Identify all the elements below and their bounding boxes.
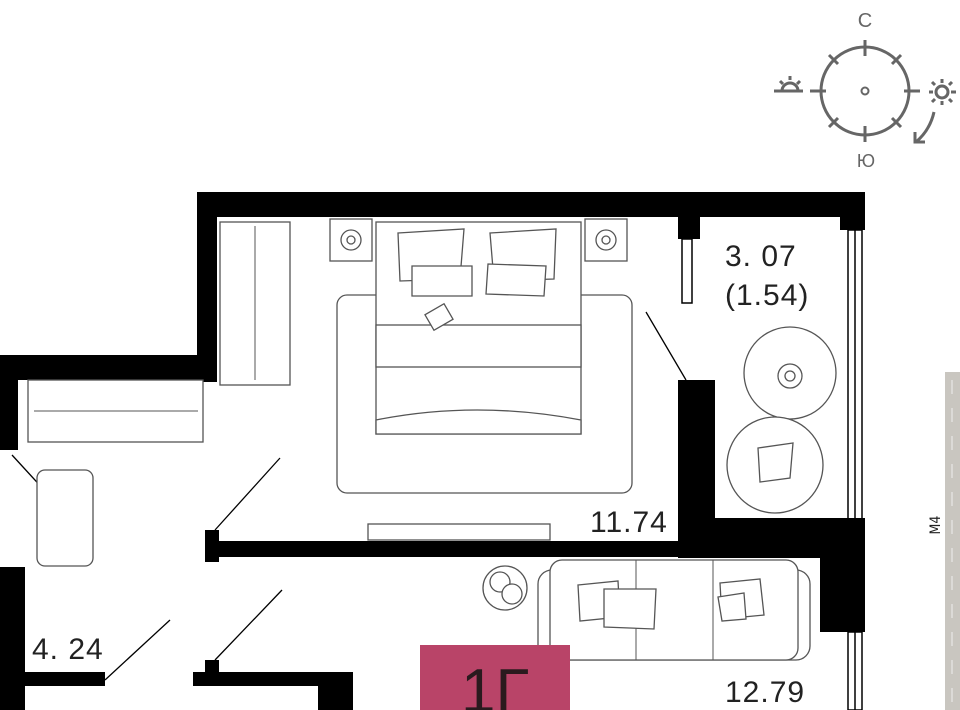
balcony-armchair (726, 416, 824, 514)
nightstands (329, 218, 628, 262)
apartment-type-badge (420, 645, 570, 710)
wardrobe-hall (27, 379, 204, 443)
compass (774, 40, 956, 144)
tv-stand (367, 523, 551, 541)
balcony-table (743, 326, 837, 420)
bed (336, 221, 633, 494)
sunset-icon (774, 76, 803, 93)
shoe-bench (36, 469, 94, 567)
plant (482, 565, 528, 611)
street-strip (945, 372, 960, 710)
compass-north-label: С (858, 10, 872, 32)
apartment-type-label: 1Г (461, 657, 529, 710)
bedroom-area: 11.74 (590, 506, 668, 539)
wardrobe-bedroom (219, 221, 291, 386)
windows (681, 229, 863, 710)
balcony-area-reduced: (1.54) (725, 279, 809, 312)
living-area: 12.79 (725, 676, 805, 709)
sunrise-icon (929, 79, 956, 105)
balcony-area: 3. 07 (725, 240, 797, 273)
compass-south-label: Ю (857, 151, 875, 171)
sun-path-arrow-icon (913, 111, 936, 144)
street-label: М4 (928, 516, 944, 535)
sofa (537, 559, 811, 661)
hall-area: 4. 24 (32, 633, 104, 666)
walls (0, 192, 865, 710)
